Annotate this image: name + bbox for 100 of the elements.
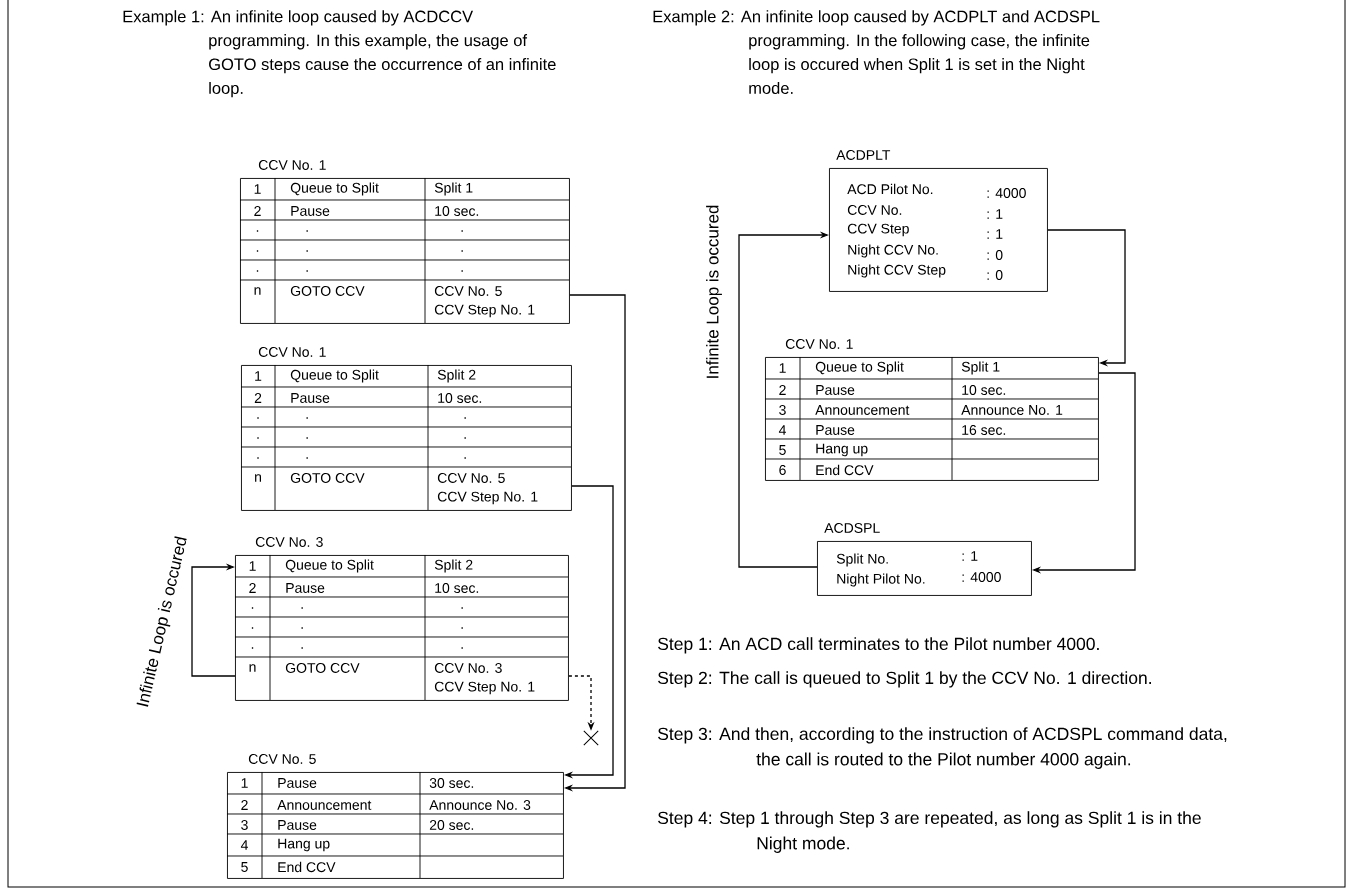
step-number: 1 xyxy=(779,363,786,373)
field-value: : 0 xyxy=(987,270,1003,280)
command-text: Queue to Split xyxy=(815,361,904,375)
cross-mark xyxy=(583,730,599,746)
parameter-text: CCV No. 3 xyxy=(434,663,502,673)
command-text: . xyxy=(306,457,308,459)
arrow xyxy=(1047,229,1126,367)
parameter-text: Split 2 xyxy=(434,559,473,573)
loop-label: Infinite Loop is occured xyxy=(136,536,187,707)
command-text: Pause xyxy=(291,393,330,403)
ccv-table xyxy=(764,339,1099,481)
parameter-text: 10 sec. xyxy=(438,393,482,403)
step-number: 2 xyxy=(241,800,248,810)
parameter-text: . xyxy=(461,607,463,609)
command-text: Pause xyxy=(278,820,317,830)
ccv-table xyxy=(226,754,564,879)
step-number: . xyxy=(251,607,254,609)
command-text: GOTO CCV xyxy=(290,286,365,296)
step-number: . xyxy=(257,417,259,419)
command-text: Announcement xyxy=(815,405,910,415)
step-text: Step 2: The call is queued to Split 1 by the CCV No. 1 direction. xyxy=(658,671,1151,688)
parameter-text: . xyxy=(464,457,466,459)
step-number: 3 xyxy=(241,820,248,830)
step-number: 5 xyxy=(241,862,248,872)
parameter-text: . xyxy=(464,437,466,439)
step-number: . xyxy=(251,647,254,649)
step-number: . xyxy=(256,250,259,252)
parameter-text: CCV Step No. 1 xyxy=(434,681,535,695)
step-number: 3 xyxy=(779,405,786,415)
field-value: : 4000 xyxy=(987,188,1026,198)
command-text: Queue to Split xyxy=(285,559,374,573)
step-text: Step 1: An ACD call terminates to the Pilot number 4000. xyxy=(658,637,1099,654)
step-number: 1 xyxy=(255,371,262,381)
field-value: : 1 xyxy=(962,551,978,561)
box-heading: ACDSPL xyxy=(824,523,880,533)
step-number: 2 xyxy=(254,393,262,403)
parameter-text: . xyxy=(461,647,463,649)
step-number: 1 xyxy=(241,778,248,788)
example-text: Example 2: An infinite loop caused by ACDPLT and ACDSPL programming. In the following case, the infinite loop is occured when Split 1 is set in the Night mode. xyxy=(653,10,1100,94)
table-heading: CCV No. 5 xyxy=(248,754,316,764)
command-text: . xyxy=(301,607,303,609)
command-text: Queue to Split xyxy=(290,182,379,196)
step-number: . xyxy=(256,270,259,272)
step-number: 6 xyxy=(779,465,786,475)
parameter-text: CCV Step No. 1 xyxy=(437,491,538,505)
parameter-text: 16 sec. xyxy=(962,425,1006,435)
step-number: 2 xyxy=(254,206,261,216)
parameter-box xyxy=(829,150,1048,292)
field-name: Night Pilot No. xyxy=(837,573,925,587)
command-text: End CCV xyxy=(278,861,336,873)
parameter-text: . xyxy=(461,250,463,252)
parameter-text: . xyxy=(464,417,466,419)
parameter-box xyxy=(817,523,1032,596)
field-name: CCV No. xyxy=(847,205,902,215)
table-heading: CCV No. 1 xyxy=(258,160,326,170)
step-text: Step 4: Step 1 through Step 3 are repeated, as long as Split 1 is in the Night mode. xyxy=(658,811,1201,853)
command-text: Hang up xyxy=(816,443,868,457)
step-text: Step 3: And then, according to the instruction of ACDSPL command data, the call is routed to the Pilot number 4000 again. xyxy=(658,727,1227,769)
parameter-text: 10 sec. xyxy=(435,583,479,593)
parameter-text: CCV Step No. 1 xyxy=(434,304,535,318)
field-value: : 4000 xyxy=(962,572,1001,582)
parameter-text: . xyxy=(461,230,463,232)
step-number: . xyxy=(257,457,259,459)
arrow xyxy=(191,563,236,677)
parameter-text: 30 sec. xyxy=(429,778,474,788)
command-text: . xyxy=(306,250,308,252)
command-text: Pause xyxy=(816,385,855,395)
parameter-text: . xyxy=(461,627,463,629)
step-number: n xyxy=(254,287,261,295)
command-text: Pause xyxy=(286,583,325,593)
step-number: 1 xyxy=(249,561,256,571)
step-number: . xyxy=(257,437,259,439)
parameter-text: Split 1 xyxy=(961,361,1000,375)
parameter-text: 10 sec. xyxy=(435,206,479,216)
step-number: 4 xyxy=(240,840,248,850)
step-number: 1 xyxy=(254,184,261,194)
command-text: Pause xyxy=(278,778,317,788)
command-text: . xyxy=(301,647,303,649)
parameter-text: Split 1 xyxy=(434,182,473,196)
field-value: : 1 xyxy=(987,229,1003,239)
command-text: . xyxy=(306,437,308,439)
box-heading: ACDPLT xyxy=(836,150,891,160)
parameter-text: 10 sec. xyxy=(962,385,1006,395)
step-number: 2 xyxy=(249,583,256,593)
command-text: Queue to Split xyxy=(290,369,379,383)
step-number: 5 xyxy=(779,445,786,455)
field-name: Night CCV No. xyxy=(848,244,938,258)
field-name: ACD Pilot No. xyxy=(847,183,933,195)
ccv-table xyxy=(234,537,569,701)
ccv-table xyxy=(239,160,570,324)
parameter-text: Announce No. 3 xyxy=(429,800,531,810)
step-number: 4 xyxy=(778,425,786,435)
command-text: . xyxy=(306,417,308,419)
table-heading: CCV No. 1 xyxy=(258,347,326,357)
command-text: Announcement xyxy=(277,800,372,810)
step-number: n xyxy=(249,664,256,672)
step-number: . xyxy=(256,230,259,232)
field-value: : 1 xyxy=(987,209,1003,219)
field-name: Split No. xyxy=(836,553,888,567)
ccv-table xyxy=(240,347,572,511)
